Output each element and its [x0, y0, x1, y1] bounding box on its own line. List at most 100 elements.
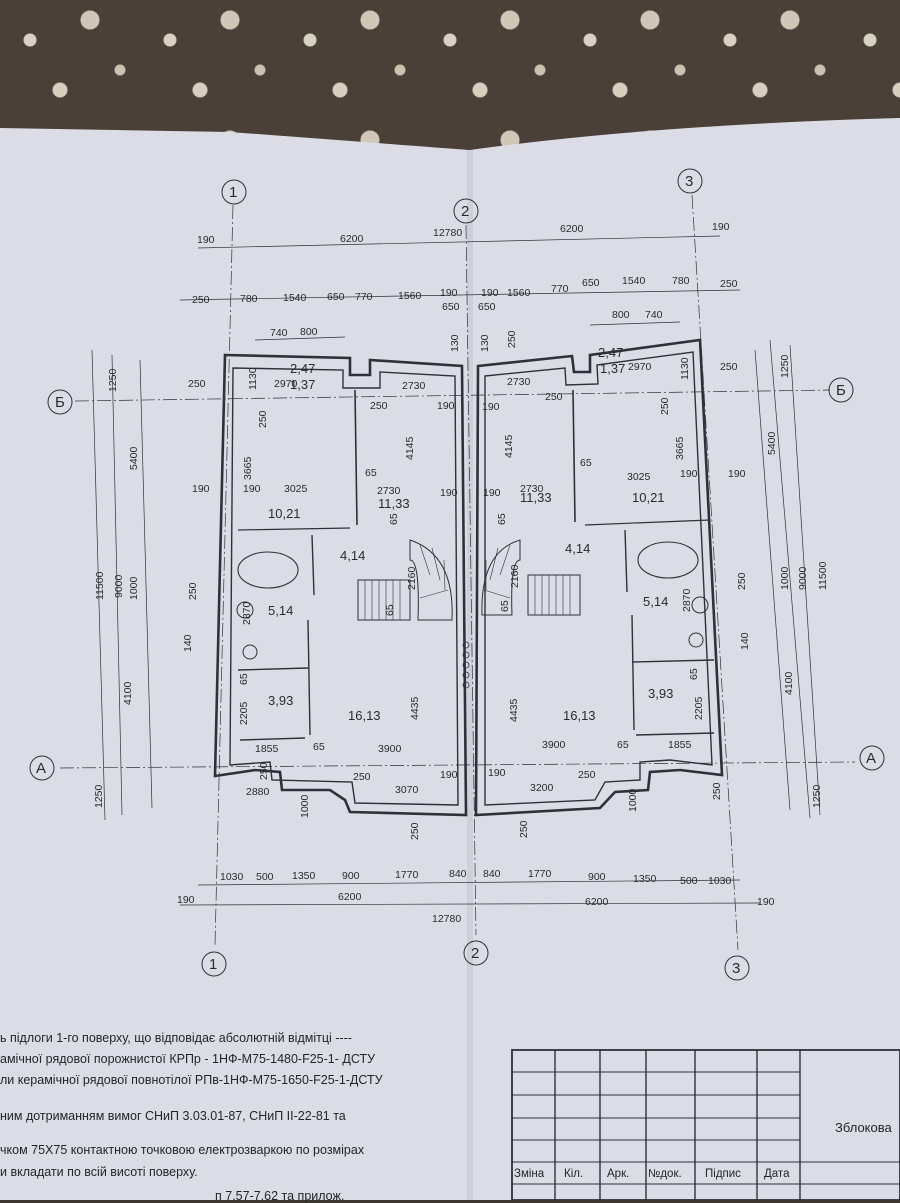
- dim-l-250-k: 250: [258, 762, 270, 780]
- axis-1-bottom: 1: [209, 956, 217, 973]
- dim-left-9000: 9000: [113, 574, 125, 598]
- dim-bottom-item: 1770: [528, 868, 552, 880]
- dim-right-11500: 11500: [817, 561, 829, 590]
- dim-r-190-i: 190: [488, 767, 506, 779]
- dim-left-140: 140: [182, 634, 194, 652]
- right-balcony-area-b: 1,37: [600, 361, 625, 376]
- dim-row2-item: 190: [440, 287, 458, 299]
- dim-row2-item: 1560: [507, 287, 531, 299]
- dim-top-6200-left: 6200: [340, 233, 364, 245]
- dim-r-2870: 2870: [681, 588, 693, 612]
- dim-l-1855: 1855: [255, 743, 279, 755]
- dim-r-2205: 2205: [693, 696, 705, 720]
- dim-l-250-b: 250: [370, 400, 388, 412]
- dim-r-65-b: 65: [496, 513, 508, 525]
- dim-right-1250-top: 1250: [779, 354, 791, 378]
- right-unit-walls: [474, 338, 724, 817]
- dim-r-1000: 1000: [627, 788, 639, 812]
- dim-left-5400: 5400: [128, 446, 140, 470]
- dim-row3-right-a: 800: [612, 309, 630, 321]
- dim-bottom-item: 1350: [292, 870, 316, 882]
- header-zmina: Зміна: [514, 1168, 545, 1180]
- dim-right-3665: 3665: [674, 436, 686, 460]
- left-bath-area: 4,14: [340, 548, 365, 563]
- dim-left-250a: 250: [187, 582, 199, 600]
- dim-left-1250-top: 1250: [107, 368, 119, 392]
- dim-right-5400: 5400: [766, 431, 778, 455]
- dim-l-65-a: 65: [365, 467, 377, 479]
- dim-bottom-6200-right: 6200: [585, 896, 609, 908]
- dim-row2-item: 190: [481, 287, 499, 299]
- left-bedroom-area: 10,21: [268, 506, 301, 521]
- right-hall-area: 11,33: [520, 490, 552, 505]
- dim-r-3200: 3200: [530, 782, 554, 794]
- dim-right-9000: 9000: [797, 566, 809, 590]
- dim-bottom-item: 1350: [633, 873, 657, 885]
- dim-bottom-item: 900: [342, 870, 360, 882]
- dim-l-130: 130: [449, 334, 461, 352]
- dim-bottom-190-right: 190: [757, 896, 775, 908]
- dim-left-4100: 4100: [122, 681, 134, 705]
- right-living-area: 16,13: [563, 708, 596, 723]
- dim-bottom-overall: 12780: [432, 913, 461, 925]
- dim-r-250-h: 250: [578, 769, 596, 781]
- dim-r-2970: 2970: [628, 361, 652, 373]
- dim-r-250-k: 250: [711, 782, 723, 800]
- title-block: Зблокова Зміна Кіл. Арк. №док. Підпис Да…: [505, 1050, 900, 1200]
- dim-left-250b: 250: [257, 410, 269, 428]
- dim-l-190-d: 190: [437, 400, 455, 412]
- dim-row2-item: 1540: [622, 275, 646, 287]
- dim-row2-item: 650: [478, 301, 496, 313]
- dim-right-1000: 1000: [779, 566, 791, 590]
- axis-2-top: 2: [461, 203, 469, 220]
- header-data: Дата: [764, 1168, 790, 1180]
- dim-l-2160: 2160: [406, 566, 418, 590]
- dim-row2-item: 250: [720, 278, 738, 290]
- dim-left-250-horiz: 250: [188, 378, 206, 390]
- dim-row2-item: 650: [582, 277, 600, 289]
- dim-l-2970: 2970: [274, 378, 298, 390]
- axis-b-right: Б: [836, 382, 846, 399]
- dim-r-4145: 4145: [503, 434, 515, 458]
- dim-row3-left-a: 740: [270, 327, 288, 339]
- dim-r-190-d: 190: [482, 401, 500, 413]
- dim-right-250b: 250: [659, 397, 671, 415]
- dim-row2-item: 650: [442, 301, 460, 313]
- axis-a-right: А: [866, 750, 876, 767]
- dim-bottom-item: 1770: [395, 869, 419, 881]
- dim-row2-item: 1540: [283, 292, 307, 304]
- dim-r-190-f: 190: [680, 468, 698, 480]
- left-balcony-area-b: 1,37: [290, 377, 315, 392]
- dim-r-65-c: 65: [499, 600, 511, 612]
- dim-r-2160: 2160: [509, 564, 521, 588]
- dim-l-3900: 3900: [378, 743, 402, 755]
- dim-r-1855: 1855: [668, 739, 692, 751]
- dim-l-3025: 3025: [284, 483, 308, 495]
- left-store-area: 3,93: [268, 693, 293, 708]
- dim-r-2730-b: 2730: [520, 483, 544, 495]
- dim-l-65-c: 65: [384, 604, 396, 616]
- dim-right-1250-bottom: 1250: [811, 784, 823, 808]
- dim-r-130: 130: [479, 334, 491, 352]
- axis-3-bottom: 3: [732, 960, 740, 977]
- axis-a-left: А: [36, 760, 46, 777]
- left-wc-area: 5,14: [268, 603, 293, 618]
- dim-l-190-i: 190: [440, 769, 458, 781]
- dim-l-65-d: 65: [238, 673, 250, 685]
- dim-row3-right-b: 740: [645, 309, 663, 321]
- dim-right-250-horiz: 250: [720, 361, 738, 373]
- dim-right-140: 140: [739, 632, 751, 650]
- dim-row2-item: 770: [355, 291, 373, 303]
- note-line: чком 75Х75 контактною точковою електрозв…: [0, 1143, 365, 1157]
- dim-bottom-item: 1030: [220, 871, 244, 883]
- dim-r-65-a: 65: [580, 457, 592, 469]
- axis-2-bottom: 2: [471, 945, 479, 962]
- right-wc-area: 5,14: [643, 594, 668, 609]
- dim-r-2730-a: 2730: [507, 376, 531, 388]
- dim-l-4435: 4435: [409, 696, 421, 720]
- dim-l-250-h: 250: [353, 771, 371, 783]
- dim-l-2880: 2880: [246, 786, 270, 798]
- dim-left-3665: 3665: [242, 456, 254, 480]
- dim-l-4145: 4145: [404, 436, 416, 460]
- dim-row2-item: 770: [551, 283, 569, 295]
